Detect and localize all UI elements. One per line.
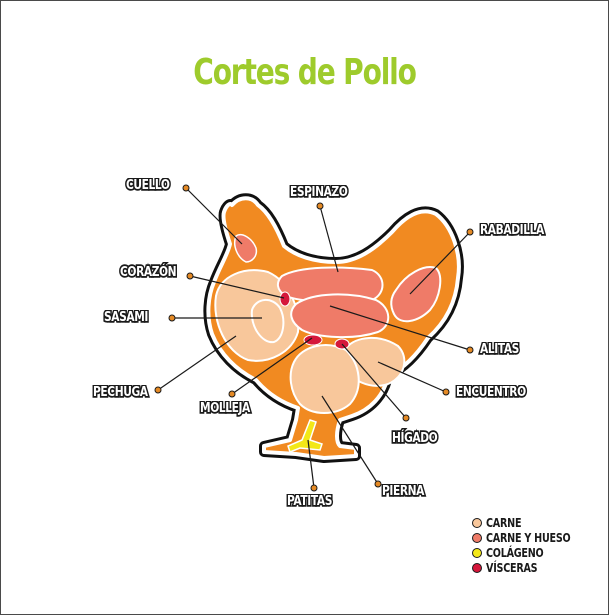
label-rabadilla: RABADILLA: [479, 221, 546, 240]
wing-region: [290, 293, 390, 339]
tail-region: [390, 266, 442, 323]
gizzard-region: [303, 334, 323, 346]
legend-label: CARNE: [486, 515, 522, 530]
label-espinazo: ESPINAZO: [289, 183, 350, 202]
label-higado: HÍGADO: [391, 429, 440, 448]
legend-item-colageno: COLÁGENO: [472, 545, 592, 560]
colageno-swatch-icon: [472, 547, 482, 558]
label-corazon: CORAZÓN: [119, 263, 178, 282]
label-pierna: PIERNA: [381, 482, 426, 501]
diagram-title: Cortes de Pollo: [193, 52, 417, 93]
carne-y-hueso-swatch-icon: [472, 532, 482, 543]
label-molleja: MOLLEJA: [199, 399, 252, 418]
heart-region: [279, 291, 291, 307]
legend-item-carne-y-hueso: CARNE Y HUESO: [472, 530, 592, 545]
leader-lines: [154, 184, 474, 492]
leg-region: [289, 344, 360, 414]
label-cuello: CUELLO: [125, 176, 172, 195]
label-patitas: PATITAS: [286, 492, 334, 511]
legend-label: CARNE Y HUESO: [486, 530, 571, 545]
visceras-swatch-icon: [472, 562, 482, 573]
legend-label: VÍSCERAS: [486, 560, 538, 575]
legend-item-carne: CARNE: [472, 515, 592, 530]
sasami-region: [250, 299, 285, 344]
carne-swatch-icon: [472, 517, 482, 528]
feet-region: [287, 419, 323, 453]
label-pechuga: PECHUGA: [92, 383, 150, 402]
label-sasami: SASAMI: [103, 308, 150, 327]
legend-label: COLÁGENO: [486, 545, 544, 560]
label-alitas: ALITAS: [479, 340, 521, 359]
label-encuentro: ENCUENTRO: [455, 383, 528, 402]
legend: CARNE CARNE Y HUESO COLÁGENO VÍSCERAS: [472, 515, 592, 575]
legend-item-visceras: VÍSCERAS: [472, 560, 592, 575]
